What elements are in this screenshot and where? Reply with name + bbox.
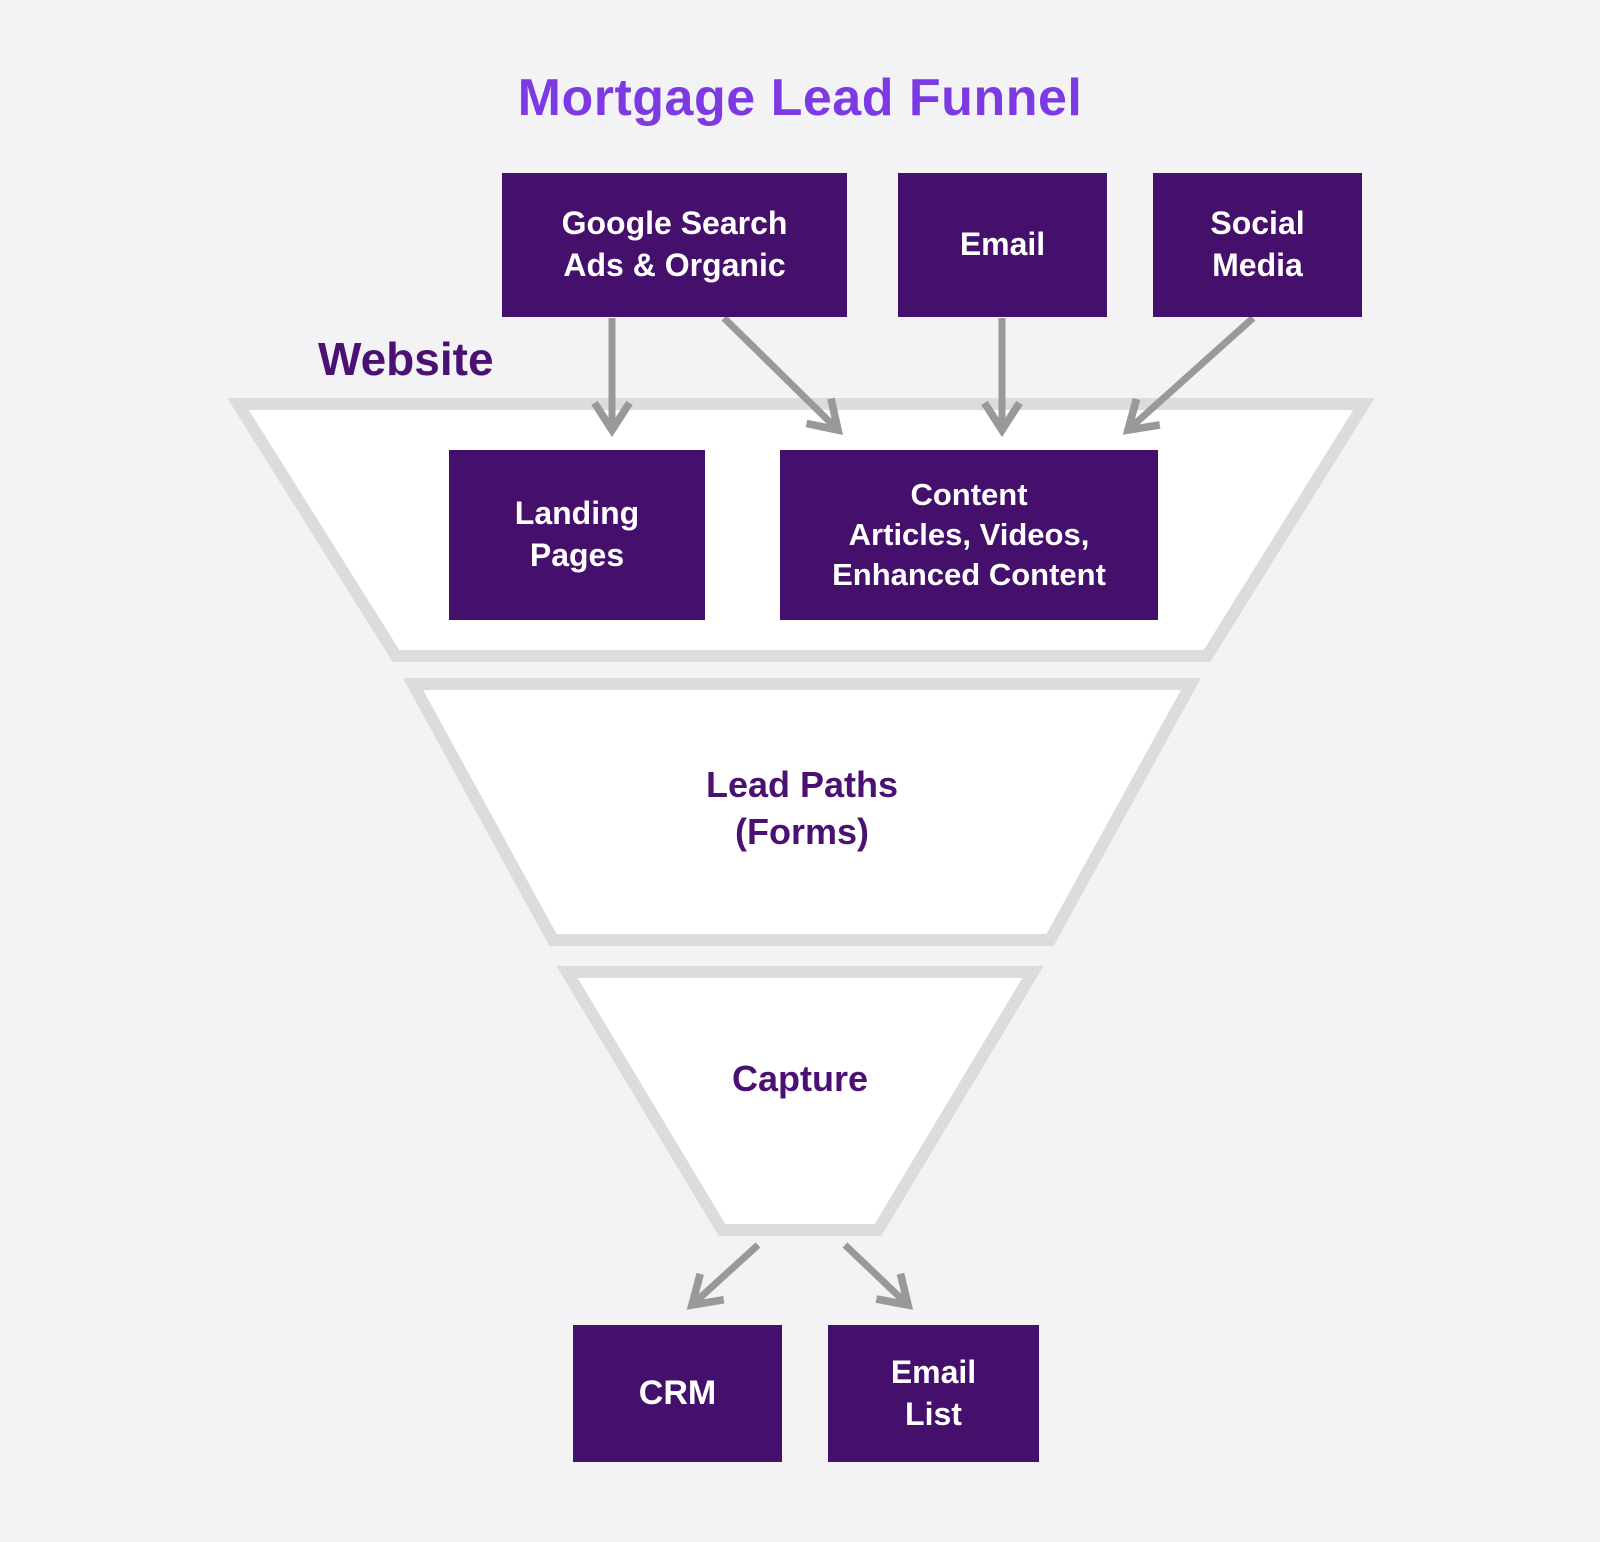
- landing-pages-box-label: Landing Pages: [514, 495, 640, 573]
- email-box-label: Email: [959, 226, 1046, 263]
- google-search-box-label: Google Search Ads & Organic: [561, 205, 788, 283]
- google-search-box: Google Search Ads & Organic: [502, 173, 847, 317]
- arrow-capture-to-email-list: [842, 1242, 914, 1310]
- email-list-box-label: Email List: [890, 1353, 977, 1432]
- email-box: Email: [898, 173, 1107, 317]
- landing-pages-box: Landing Pages: [449, 450, 705, 620]
- crm-box: CRM: [573, 1325, 782, 1462]
- lead-paths-stage-label: Lead Paths (Forms): [705, 764, 899, 852]
- capture-stage-label: Capture: [731, 1058, 869, 1099]
- crm-box-label: CRM: [638, 1374, 717, 1413]
- funnel-stage-lead-paths-shape: [402, 678, 1202, 946]
- email-list-box: Email List: [828, 1325, 1039, 1462]
- funnel-stage-capture-shape: [556, 966, 1044, 1236]
- content-box-label: Content Articles, Videos, Enhanced Conte…: [832, 476, 1106, 593]
- website-section-label: Website: [318, 333, 494, 385]
- social-media-box-label: Social Media: [1210, 205, 1305, 283]
- arrow-google-to-content: [721, 315, 844, 435]
- arrow-capture-to-crm: [686, 1242, 761, 1310]
- arrow-social-to-content: [1122, 315, 1256, 435]
- content-box: Content Articles, Videos, Enhanced Conte…: [780, 450, 1158, 620]
- social-media-box: Social Media: [1153, 173, 1362, 317]
- diagram-title: Mortgage Lead Funnel: [517, 69, 1083, 127]
